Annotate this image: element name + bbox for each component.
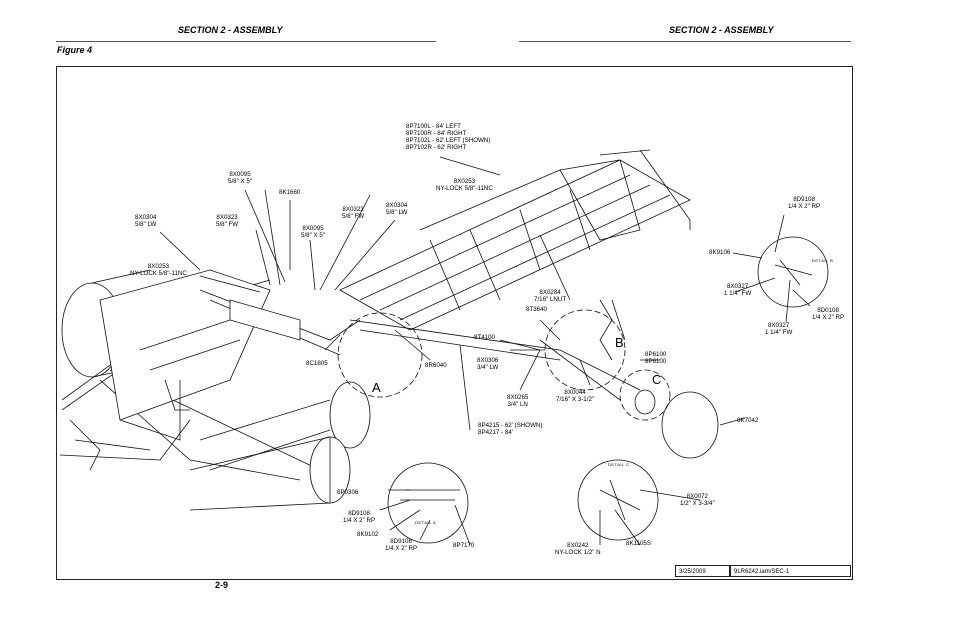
figure-caption: Figure 4 bbox=[57, 45, 93, 55]
callout-8p0306: 8P0306 bbox=[337, 489, 359, 496]
callout-8k7042: 8K7042 bbox=[737, 417, 759, 424]
drawing-frame bbox=[56, 66, 853, 580]
callout-8k1105s: 8K1105S bbox=[626, 540, 651, 547]
callout-8t3640: 8T3640 bbox=[526, 306, 547, 313]
callout-8r6040: 8R6040 bbox=[425, 362, 447, 369]
callout-8k9106: 8K9106 bbox=[709, 249, 731, 256]
detail-letter-c: C bbox=[652, 372, 662, 387]
callout-8c1805: 8C1805 bbox=[306, 360, 328, 367]
title-block-drawing-id: 9LR6242.iam/SEC-1 bbox=[730, 565, 851, 577]
detail-letter-a: A bbox=[372, 380, 381, 395]
section-title-right: SECTION 2 - ASSEMBLY bbox=[669, 25, 774, 35]
detail-label-b: DETAIL B bbox=[812, 258, 834, 263]
detail-letter-b: B bbox=[615, 335, 624, 350]
section-title-left: SECTION 2 - ASSEMBLY bbox=[178, 25, 283, 35]
title-block-date: 3/25/2009 bbox=[675, 565, 730, 577]
callout-frame-bar: 8P4215 - 62' (SHOWN)8P4217 - 84' bbox=[478, 422, 543, 436]
detail-label-a: DETAIL A bbox=[415, 520, 437, 525]
callout-8t4100: 8T4100 bbox=[474, 334, 495, 341]
page-number: 2-9 bbox=[215, 580, 229, 590]
callout-8p7170: 8P7170 bbox=[453, 542, 475, 549]
header-rule-right bbox=[519, 41, 851, 42]
header-rule-left bbox=[56, 41, 436, 42]
detail-label-c: DETAIL C bbox=[608, 462, 630, 467]
callout-8k1660: 8K1660 bbox=[279, 189, 301, 196]
callout-8k9102: 8K9102 bbox=[357, 531, 379, 538]
